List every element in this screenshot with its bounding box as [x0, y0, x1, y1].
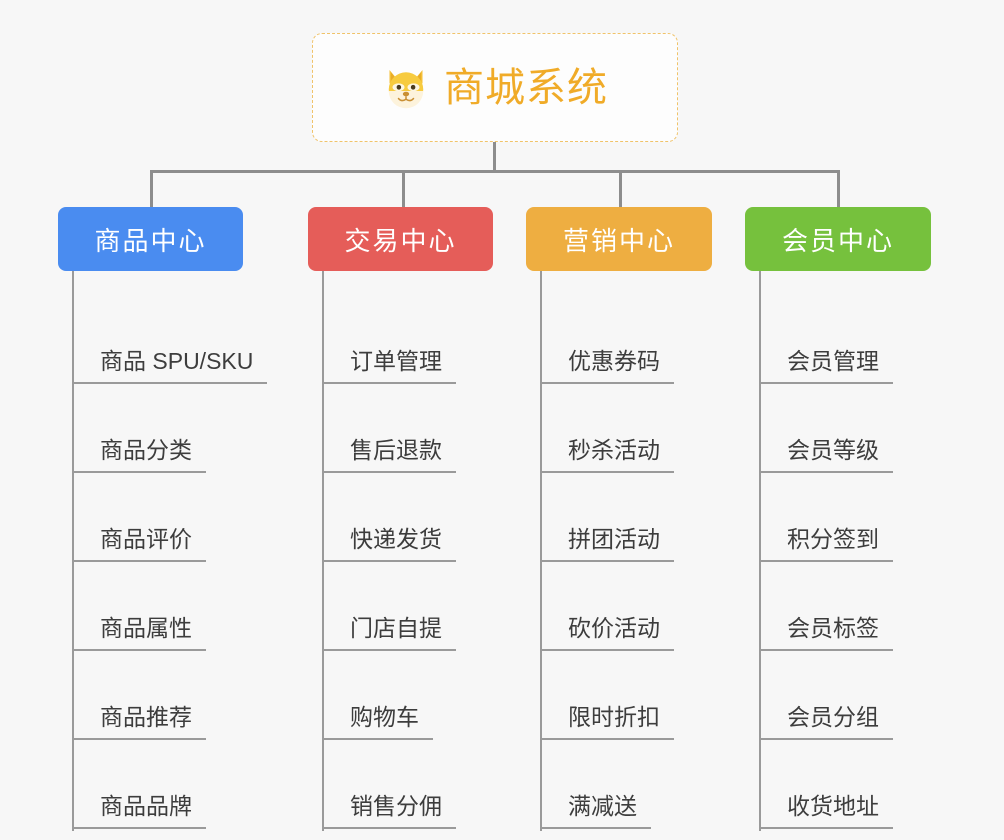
leaf-label: 商品 SPU/SKU [74, 348, 268, 384]
branch-header-label-3: 营销中心 [562, 225, 675, 256]
leaf-list-4: 会员管理 会员等级 积分签到 会员标签 会员分组 收货地址 [745, 271, 995, 829]
branch-spine-3 [540, 271, 542, 831]
leaf-label: 会员标签 [761, 615, 893, 651]
leaf-label: 售后退款 [324, 437, 456, 473]
shiba-dog-face-icon [388, 69, 424, 108]
list-item[interactable]: 商品属性 [58, 562, 338, 651]
branch-marketing-center: 营销中心 优惠券码 秒杀活动 拼团活动 砍价活动 限时折扣 满减送 [526, 207, 776, 831]
leaf-label: 商品品牌 [74, 793, 206, 829]
list-item[interactable]: 商品品牌 [58, 740, 338, 829]
leaf-label: 商品属性 [74, 615, 206, 651]
list-item[interactable]: 满减送 [526, 740, 776, 829]
list-item[interactable]: 商品推荐 [58, 651, 338, 740]
branch-header-label-1: 商品中心 [94, 225, 207, 256]
list-item[interactable]: 优惠券码 [526, 295, 776, 384]
list-item[interactable]: 门店自提 [308, 562, 568, 651]
branch-header-4[interactable]: 会员中心 [745, 207, 931, 271]
branch-spine-1 [72, 271, 74, 831]
list-item[interactable]: 积分签到 [745, 473, 995, 562]
connector-drop-2 [402, 170, 405, 207]
leaf-label: 门店自提 [324, 615, 456, 651]
list-item[interactable]: 会员标签 [745, 562, 995, 651]
root-node[interactable]: 商城系统 [312, 33, 678, 142]
connector-drop-1 [150, 170, 153, 207]
list-item[interactable]: 销售分佣 [308, 740, 568, 829]
list-item[interactable]: 购物车 [308, 651, 568, 740]
leaf-label: 购物车 [324, 704, 433, 740]
list-item[interactable]: 会员分组 [745, 651, 995, 740]
leaf-list-3: 优惠券码 秒杀活动 拼团活动 砍价活动 限时折扣 满减送 [526, 271, 776, 829]
leaf-label: 会员管理 [761, 348, 893, 384]
leaf-label: 会员分组 [761, 704, 893, 740]
leaf-label: 限时折扣 [542, 704, 674, 740]
list-item[interactable]: 会员等级 [745, 384, 995, 473]
list-item[interactable]: 砍价活动 [526, 562, 776, 651]
leaf-label: 优惠券码 [542, 348, 674, 384]
branch-header-2[interactable]: 交易中心 [308, 207, 493, 271]
leaf-list-2: 订单管理 售后退款 快递发货 门店自提 购物车 销售分佣 [308, 271, 568, 829]
branch-product-center: 商品中心 商品 SPU/SKU 商品分类 商品评价 商品属性 商品推荐 商品品牌 [58, 207, 338, 831]
list-item[interactable]: 秒杀活动 [526, 384, 776, 473]
leaf-label: 积分签到 [761, 526, 893, 562]
list-item[interactable]: 会员管理 [745, 295, 995, 384]
leaf-label: 快递发货 [324, 526, 456, 562]
list-item[interactable]: 售后退款 [308, 384, 568, 473]
leaf-label: 满减送 [542, 793, 651, 829]
connector-horizontal-bus [150, 170, 840, 173]
leaf-label: 商品分类 [74, 437, 206, 473]
root-title: 商城系统 [444, 65, 608, 110]
branch-member-center: 会员中心 会员管理 会员等级 积分签到 会员标签 会员分组 收货地址 [745, 207, 995, 831]
leaf-label: 订单管理 [324, 348, 456, 384]
leaf-label: 销售分佣 [324, 793, 456, 829]
leaf-label: 商品推荐 [74, 704, 206, 740]
leaf-label: 砍价活动 [542, 615, 674, 651]
connector-root-stem [493, 142, 496, 172]
branch-header-label-4: 会员中心 [781, 225, 894, 256]
leaf-label: 商品评价 [74, 526, 206, 562]
branch-header-1[interactable]: 商品中心 [58, 207, 243, 271]
branch-spine-4 [759, 271, 761, 831]
list-item[interactable]: 订单管理 [308, 295, 568, 384]
branch-header-label-2: 交易中心 [344, 225, 457, 256]
list-item[interactable]: 限时折扣 [526, 651, 776, 740]
branch-trade-center: 交易中心 订单管理 售后退款 快递发货 门店自提 购物车 销售分佣 [308, 207, 568, 831]
list-item[interactable]: 商品 SPU/SKU [58, 295, 338, 384]
list-item[interactable]: 商品评价 [58, 473, 338, 562]
list-item[interactable]: 商品分类 [58, 384, 338, 473]
leaf-label: 秒杀活动 [542, 437, 674, 473]
connector-drop-3 [619, 170, 622, 207]
branch-header-3[interactable]: 营销中心 [526, 207, 712, 271]
leaf-label: 收货地址 [761, 793, 893, 829]
list-item[interactable]: 快递发货 [308, 473, 568, 562]
connector-drop-4 [837, 170, 840, 207]
list-item[interactable]: 收货地址 [745, 740, 995, 829]
list-item[interactable]: 拼团活动 [526, 473, 776, 562]
leaf-label: 会员等级 [761, 437, 893, 473]
branch-spine-2 [322, 271, 324, 831]
leaf-list-1: 商品 SPU/SKU 商品分类 商品评价 商品属性 商品推荐 商品品牌 [58, 271, 338, 829]
leaf-label: 拼团活动 [542, 526, 674, 562]
